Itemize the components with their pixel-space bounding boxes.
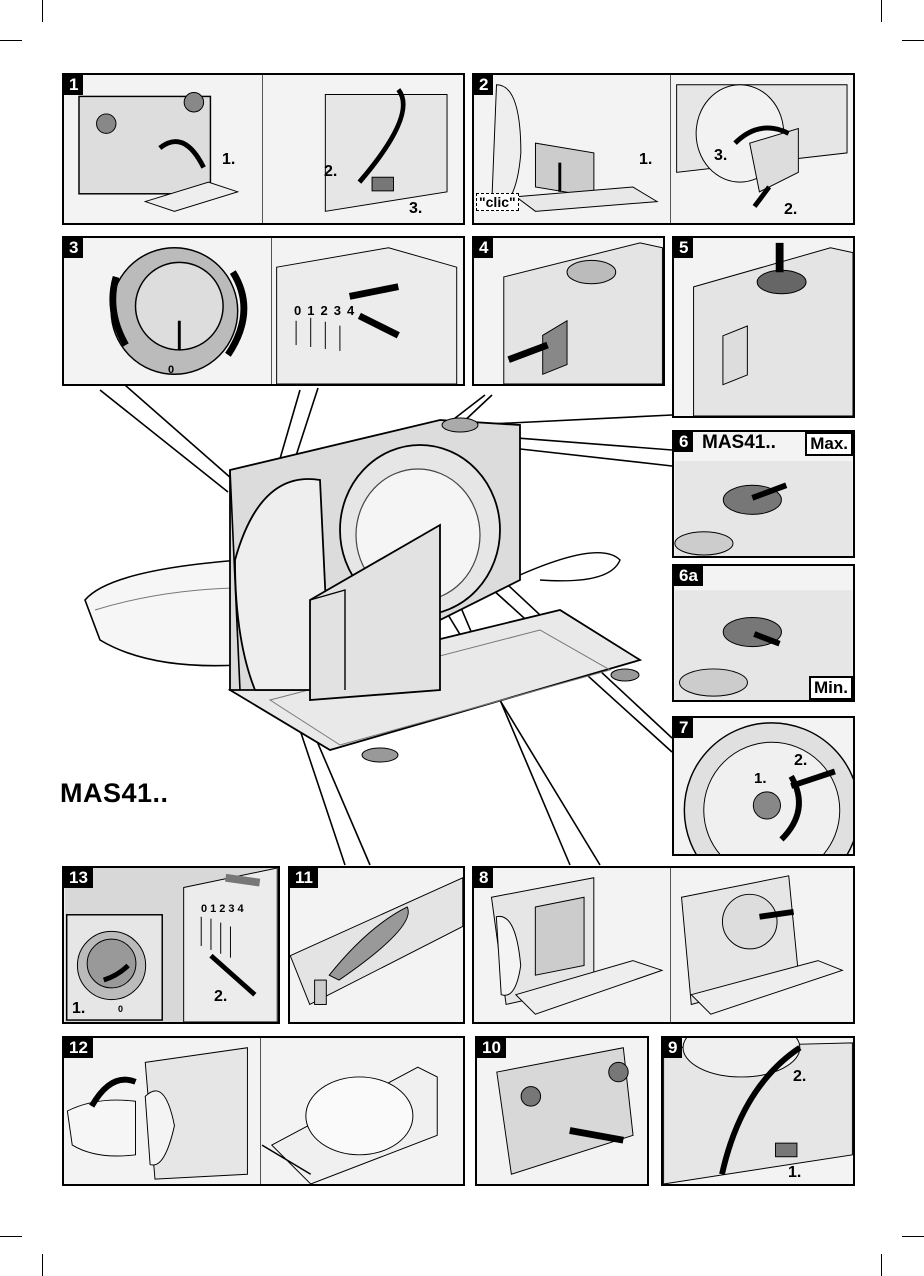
step-label: 2. (784, 201, 797, 219)
scale-label: 1 (307, 303, 320, 318)
step-number: 12 (64, 1038, 93, 1058)
panel-illustration (64, 238, 463, 384)
scale-label: 0 (201, 903, 210, 915)
thickness-scale: 01234 (201, 903, 247, 915)
step-label: 3. (409, 200, 422, 218)
step-number: 5 (674, 238, 693, 258)
step-panel-12: 12 (62, 1036, 465, 1186)
step-number: 3 (64, 238, 83, 258)
step-panel-13: 13 1. 2. 0 01234 (62, 866, 280, 1024)
step-panel-7: 7 1. 2. (672, 716, 855, 856)
step-panel-10: 10 (475, 1036, 649, 1186)
panel-illustration (64, 1038, 463, 1184)
step-panel-11: 11 (288, 866, 465, 1024)
max-tag: Max. (805, 432, 853, 456)
step-panel-9: 9 2. 1. (661, 1036, 855, 1186)
scale-label: 3 (228, 903, 237, 915)
dial-zero-label: 0 (168, 364, 174, 376)
scale-label: 2 (320, 303, 333, 318)
step-panel-6: 6 MAS41.. Max. (672, 430, 855, 558)
step-label: 1. (222, 151, 235, 169)
step-label: 1. (788, 1164, 801, 1182)
panel-illustration (64, 868, 278, 1022)
step-panel-4: 4 (472, 236, 665, 386)
step-number: 6 (674, 432, 693, 452)
min-tag: Min. (809, 676, 853, 700)
step-label: 1. (639, 151, 652, 169)
step-number: 1 (64, 75, 83, 95)
step-number: 7 (674, 718, 693, 738)
panel-illustration (663, 1038, 853, 1184)
step-label: 2. (794, 752, 807, 770)
dial-zero-label: 0 (118, 1004, 123, 1014)
step-number: 8 (474, 868, 493, 888)
panel-illustration (64, 75, 463, 223)
scale-label: 4 (238, 903, 247, 915)
step-label: 2. (214, 988, 227, 1006)
step-number: 13 (64, 868, 93, 888)
panel-illustration (674, 238, 853, 416)
scale-label: 3 (334, 303, 347, 318)
step-panel-2: 2 "clic" 1. 2. 3. (472, 73, 855, 225)
scale-label: 0 (294, 303, 307, 318)
scale-label: 2 (219, 903, 228, 915)
step-panel-3: 3 0 01234 (62, 236, 465, 386)
step-number: 10 (477, 1038, 506, 1058)
scale-label: 1 (210, 903, 219, 915)
scale-label: 4 (347, 303, 360, 318)
step-panel-1: 1 1. 2. 3. (62, 73, 465, 225)
step-number: 11 (290, 868, 318, 888)
step-label: 3. (714, 147, 727, 165)
thickness-scale: 01234 (294, 303, 360, 318)
step-panel-8: 8 (472, 866, 855, 1024)
step-label: 1. (754, 770, 767, 787)
step-panel-6a: 6a Min. (672, 564, 855, 702)
panel-illustration (477, 1038, 647, 1184)
panel-illustration (474, 238, 663, 384)
step-label: 2. (324, 163, 337, 181)
step-panel-5: 5 (672, 236, 855, 418)
step-label: 1. (72, 1000, 85, 1018)
step-label: 2. (793, 1068, 806, 1086)
step-number: 6a (674, 566, 703, 586)
step-number: 2 (474, 75, 493, 95)
panel-illustration (290, 868, 463, 1022)
step-number: 4 (474, 238, 493, 258)
panel-illustration (474, 868, 853, 1022)
clic-callout: "clic" (476, 193, 519, 211)
model-label: MAS41.. (60, 778, 169, 809)
step-number: 9 (663, 1038, 682, 1058)
